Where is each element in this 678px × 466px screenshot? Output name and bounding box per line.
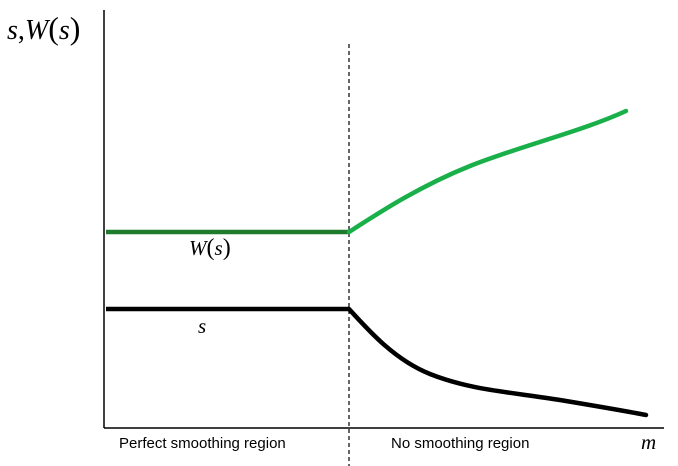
W-curve-rising [346, 108, 629, 235]
W-curve-label: W(s) [189, 235, 231, 261]
s-curve-falling [346, 306, 649, 418]
W-label-inner-s: s [215, 236, 223, 260]
y-label-W: W [25, 15, 51, 46]
y-label-close-paren: ) [70, 10, 81, 46]
y-label-comma: , [18, 15, 25, 46]
y-label-inner-s: s [59, 15, 70, 46]
y-label-s: s [7, 15, 18, 46]
perfect-smoothing-region-label: Perfect smoothing region [119, 435, 286, 452]
y-axis-label: s,W(s) [7, 10, 80, 46]
W-label-W: W [189, 236, 209, 260]
y-label-open-paren: ( [48, 10, 59, 46]
W-label-close-paren: ) [223, 235, 231, 261]
W-label-open-paren: ( [207, 235, 215, 261]
s-curve-label: s [198, 314, 206, 338]
x-axis-label: m [641, 430, 656, 454]
no-smoothing-region-label: No smoothing region [391, 435, 529, 452]
